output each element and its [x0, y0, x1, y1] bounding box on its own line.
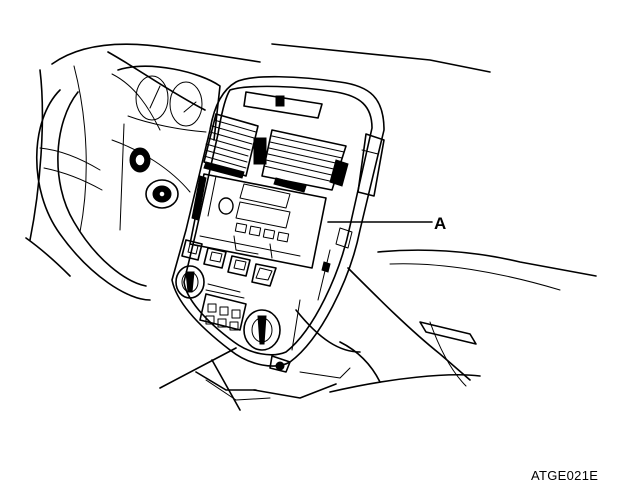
center-console	[159, 309, 477, 411]
callout-label-a: A	[434, 214, 447, 233]
dashboard-outline	[29, 43, 597, 393]
center-fascia-panel	[171, 75, 385, 373]
climate-knobs	[175, 265, 281, 351]
figure-code: ATGE021E	[531, 468, 599, 483]
instrument-cluster	[117, 65, 221, 231]
ignition-switch	[111, 139, 191, 209]
steering-wheel	[25, 89, 151, 301]
climate-buttons	[181, 239, 277, 287]
